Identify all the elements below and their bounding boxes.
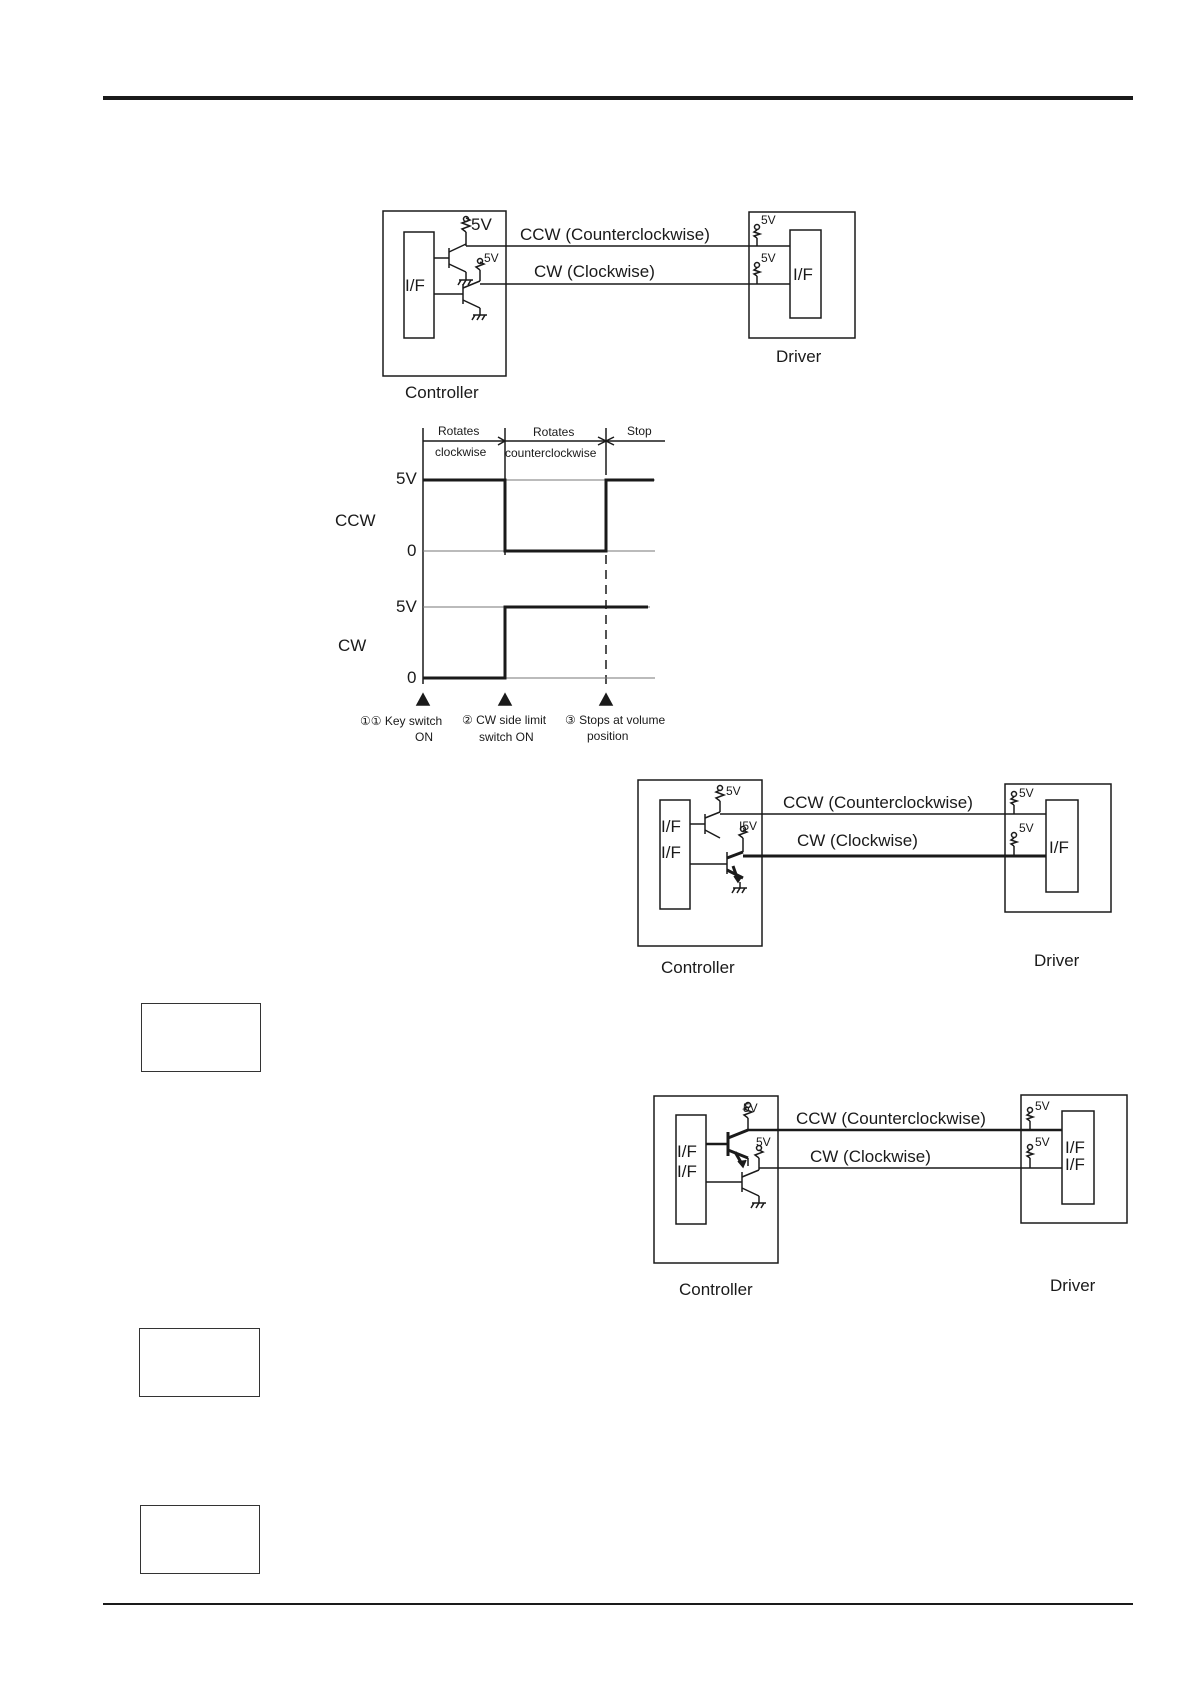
fig2-controller-if-a: I/F: [661, 817, 681, 836]
ccw-0-tick: 0: [407, 541, 416, 560]
fig3-controller-box: [653, 1095, 779, 1264]
ccw-axis-label: CCW: [335, 511, 376, 530]
figure2-circuit: [637, 779, 1112, 947]
fig2-controller-label: Controller: [661, 958, 735, 977]
header-rule: [103, 96, 1133, 100]
fig1-v1: 5V: [471, 215, 492, 234]
fig3-driver-if-box: [1061, 1110, 1095, 1205]
fig2-controller-if-box: [659, 799, 691, 910]
fig3-driver-label: Driver: [1050, 1276, 1096, 1295]
phase2-line2: counterclockwise: [505, 446, 597, 460]
fig2-v2: I5V: [739, 819, 757, 833]
fig2-cw-label: CW (Clockwise): [797, 831, 918, 850]
blank-box-2: [139, 1328, 260, 1397]
fig3-ccw-label: CCW (Counterclockwise): [796, 1109, 986, 1128]
phase3-label: Stop: [627, 424, 652, 438]
fig3-v3: 5V: [1035, 1099, 1050, 1113]
fig2-v4: 5V: [1019, 821, 1034, 835]
fig2-controller-box: [637, 779, 763, 947]
fig3-driver-if-b: I/F: [1065, 1155, 1085, 1174]
fig1-v3: 5V: [761, 213, 776, 227]
ccw-5v-tick: 5V: [396, 469, 417, 488]
event1-marker: [415, 692, 431, 706]
event2-line1: ② CW side limit: [462, 713, 547, 727]
fig2-driver-box: [1004, 783, 1112, 913]
cw-5v-tick: 5V: [396, 597, 417, 616]
fig3-controller-if-a: I/F: [677, 1142, 697, 1161]
fig3-controller-if-box: [675, 1114, 707, 1225]
fig1-controller-box: [382, 210, 507, 377]
timing-chart: [415, 428, 665, 706]
fig1-driver-label: Driver: [776, 347, 822, 366]
footer-rule: [103, 1603, 1133, 1605]
cw-axis-label: CW: [338, 636, 366, 655]
blank-box-1: [141, 1003, 261, 1072]
fig1-controller-if-label: I/F: [405, 276, 425, 295]
fig1-v4: 5V: [761, 251, 776, 265]
event3-line2: position: [587, 729, 628, 743]
fig2-v3: 5V: [1019, 786, 1034, 800]
fig1-ccw-label: CCW (Counterclockwise): [520, 225, 710, 244]
fig2-ccw-label: CCW (Counterclockwise): [783, 793, 973, 812]
event3-line1: ③ Stops at volume: [565, 713, 665, 727]
fig3-v1: 5V: [743, 1101, 758, 1115]
fig2-v1: 5V: [726, 784, 741, 798]
fig3-driver-if-a: I/F: [1065, 1138, 1085, 1157]
fig1-controller-label: Controller: [405, 383, 479, 402]
fig3-v2: 5V: [756, 1135, 771, 1149]
fig1-driver-if-label: I/F: [793, 265, 813, 284]
ccw-waveform: [423, 478, 654, 553]
fig3-driver-box: [1020, 1094, 1128, 1224]
fig2-driver-if-box: [1045, 799, 1079, 893]
fig3-v4: 5V: [1035, 1135, 1050, 1149]
fig1-controller-if-box: [403, 231, 435, 339]
fig2-controller-if-b: I/F: [661, 843, 681, 862]
event2-line2: switch ON: [479, 730, 534, 744]
figure1-circuit: [382, 210, 856, 377]
event1-line1: ①① Key switch: [360, 714, 442, 728]
event2-marker: [497, 692, 513, 706]
fig1-v2: 5V: [484, 251, 499, 265]
phase1-line2: clockwise: [435, 445, 487, 459]
phase1-line1: Rotates: [438, 424, 479, 438]
fig1-driver-box: [748, 211, 856, 339]
figure3-circuit: [653, 1094, 1128, 1264]
event1-line2: ON: [415, 730, 433, 744]
fig3-controller-if-b: I/F: [677, 1162, 697, 1181]
fig2-driver-label: Driver: [1034, 951, 1080, 970]
fig3-controller-label: Controller: [679, 1280, 753, 1299]
fig1-driver-if-box: [789, 229, 822, 319]
cw-0-tick: 0: [407, 668, 416, 687]
fig1-cw-label: CW (Clockwise): [534, 262, 655, 281]
fig3-cw-label: CW (Clockwise): [810, 1147, 931, 1166]
fig2-driver-if-label: I/F: [1049, 838, 1069, 857]
cw-waveform: [423, 605, 648, 680]
phase2-line1: Rotates: [533, 425, 574, 439]
event3-marker: [598, 692, 614, 706]
blank-box-3: [140, 1505, 260, 1574]
